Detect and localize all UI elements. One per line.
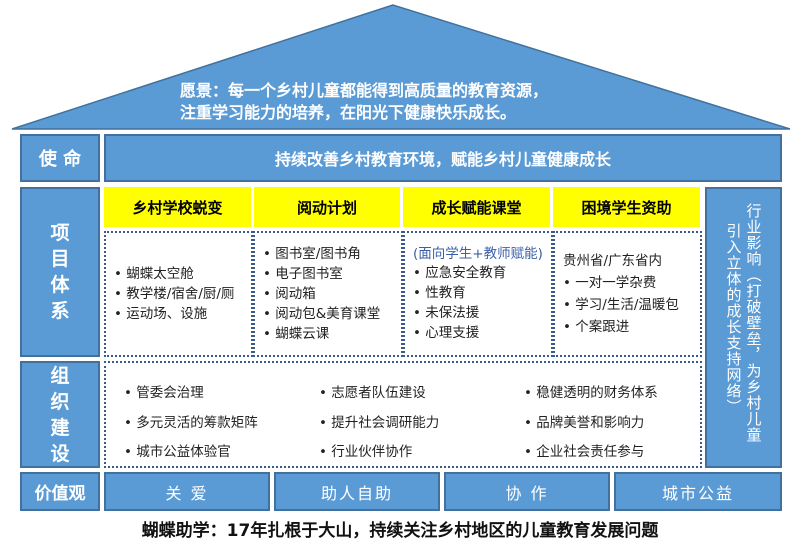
list-item: 性教育 <box>413 283 551 303</box>
list-item: 品牌美誉和影响力 <box>524 411 724 437</box>
list-item: 图书室/图书角 <box>263 244 401 264</box>
list-item: 管委会治理 <box>124 381 319 407</box>
list-item: 企业社会责任参与 <box>524 440 724 466</box>
projects-label-char: 体 <box>50 274 70 296</box>
list-item: 运动场、设施 <box>114 304 251 324</box>
list-item: 心理支援 <box>413 323 551 343</box>
project-title-rural-school: 乡村学校蜕变 <box>104 187 251 227</box>
list-item: 行业伙伴协作 <box>319 440 524 466</box>
list-item: 个案跟进 <box>563 316 700 338</box>
projects-label: 项 目 体 系 <box>20 187 100 357</box>
list-item: 阅动包&美育课堂 <box>263 304 401 324</box>
organization-label-char: 织 <box>50 390 70 413</box>
project-note: 贵州省/广东省内 <box>563 253 663 269</box>
impact-text-col-2: 引入立体的成长支持网络） <box>724 223 743 415</box>
value-help-self-help: 助人自助 <box>274 472 440 511</box>
values-label: 价值观 <box>20 472 100 511</box>
project-title-reading-plan: 阅动计划 <box>254 187 400 227</box>
list-item: 电子图书室 <box>263 264 401 284</box>
organization-label-char: 组 <box>50 364 70 387</box>
projects-label-char: 目 <box>50 248 70 270</box>
vision-line-1: 愿景：每一个乡村儿童都能得到高质量的教育资源， <box>180 81 549 100</box>
project-title-growth-class: 成长赋能课堂 <box>403 187 550 227</box>
list-item: 学习/生活/温暖包 <box>563 294 700 316</box>
value-care: 关 爱 <box>104 472 270 511</box>
list-item: 提升社会调研能力 <box>319 411 524 437</box>
vision-text: 愿景：每一个乡村儿童都能得到高质量的教育资源， 注重学习能力的培养，在阳光下健康… <box>180 80 640 124</box>
list-item: 志愿者队伍建设 <box>319 381 524 407</box>
organization-items: 管委会治理 志愿者队伍建设 稳健透明的财务体系 多元灵活的筹款矩阵 提升社会调研… <box>104 361 702 468</box>
value-urban-charity: 城市公益 <box>614 472 782 511</box>
list-item: 一对一学杂费 <box>563 272 700 294</box>
project-items-student-aid: 贵州省/广东省内 一对一学杂费 学习/生活/温暖包 个案跟进 <box>553 231 702 357</box>
footer-caption: 蝴蝶助学：17年扎根于大山，持续关注乡村地区的儿童教育发展问题 <box>141 521 659 541</box>
project-items-growth-class: (面向学生+教师赋能) 应急安全教育 性教育 未保法援 心理支援 <box>403 231 553 357</box>
project-items-reading-plan: 图书室/图书角 电子图书室 阅动箱 阅动包&美育课堂 蝴蝶云课 <box>253 231 403 357</box>
impact-text-col-1: 行业影响（打破壁垒，为乡村儿童 <box>744 203 763 443</box>
industry-impact-box: 行业影响（打破壁垒，为乡村儿童 引入立体的成长支持网络） <box>705 187 782 468</box>
roof-triangle <box>11 4 791 130</box>
organization-label-char: 设 <box>50 442 70 465</box>
list-item: 多元灵活的筹款矩阵 <box>124 411 319 437</box>
mission-label: 使 命 <box>20 134 100 182</box>
list-item: 城市公益体验官 <box>124 440 319 466</box>
list-item: 阅动箱 <box>263 284 401 304</box>
list-item: 蝴蝶云课 <box>263 324 401 344</box>
list-item: 应急安全教育 <box>413 263 551 283</box>
list-item: 蝴蝶太空舱 <box>114 264 251 284</box>
projects-label-char: 项 <box>50 222 70 244</box>
value-collaboration: 协 作 <box>444 472 610 511</box>
organization-label-char: 建 <box>50 416 70 439</box>
mission-text: 持续改善乡村教育环境，赋能乡村儿童健康成长 <box>104 134 782 182</box>
project-title-student-aid: 困境学生资助 <box>553 187 700 227</box>
projects-label-char: 系 <box>50 300 70 322</box>
project-items-rural-school: 蝴蝶太空舱 教学楼/宿舍/厨/厕 运动场、设施 <box>104 231 253 357</box>
list-item: 稳健透明的财务体系 <box>524 381 724 407</box>
list-item: 教学楼/宿舍/厨/厕 <box>114 284 251 304</box>
list-item: 未保法援 <box>413 303 551 323</box>
project-note: (面向学生+教师赋能) <box>413 246 543 262</box>
organization-label: 组 织 建 设 <box>20 361 100 468</box>
vision-line-2: 注重学习能力的培养，在阳光下健康快乐成长。 <box>180 103 517 122</box>
